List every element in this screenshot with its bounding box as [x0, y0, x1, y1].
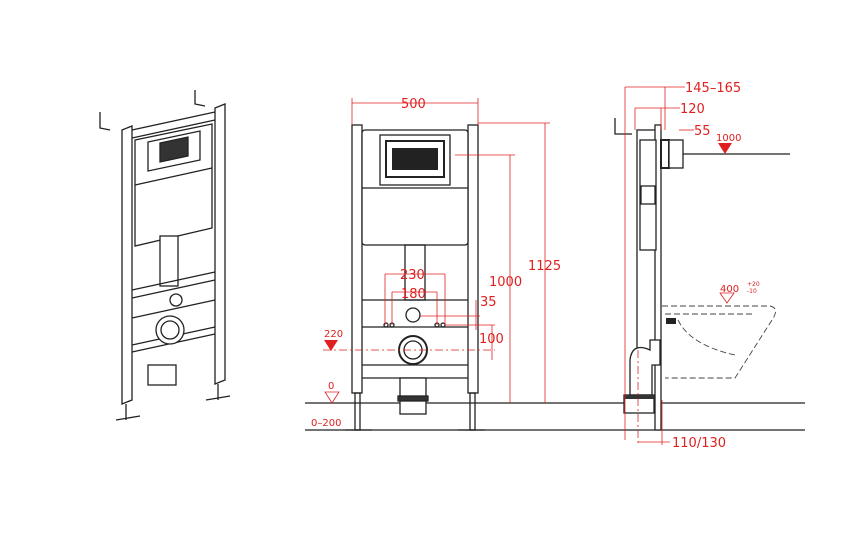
- dim-35: 35: [480, 295, 497, 310]
- level-1000: 1000: [716, 133, 741, 144]
- level-0: 0: [328, 381, 334, 392]
- dim-100: 100: [479, 332, 504, 347]
- dim-height-1000: 1000: [489, 275, 522, 290]
- perspective-view: [99, 90, 231, 421]
- side-view: 145–165 120 55 1000 400 +20 -10 110/130: [614, 81, 790, 451]
- dim-width-500: 500: [401, 97, 426, 112]
- dim-55: 55: [694, 124, 711, 139]
- dim-120: 120: [680, 102, 705, 117]
- tolerance-minus: -10: [747, 288, 757, 295]
- dim-230: 230: [400, 268, 425, 283]
- level-400: 400: [720, 284, 739, 295]
- level-220: 220: [324, 329, 343, 340]
- dim-height-1125: 1125: [528, 259, 561, 274]
- dim-145-165: 145–165: [685, 81, 741, 96]
- dim-0-200: 0–200: [311, 418, 341, 429]
- tolerance-plus: +20: [747, 281, 760, 288]
- dim-180: 180: [401, 287, 426, 302]
- front-view: 500 1125 1000 230 180 35 100 220 0 0–200: [305, 97, 805, 431]
- dim-110-130: 110/130: [672, 436, 726, 451]
